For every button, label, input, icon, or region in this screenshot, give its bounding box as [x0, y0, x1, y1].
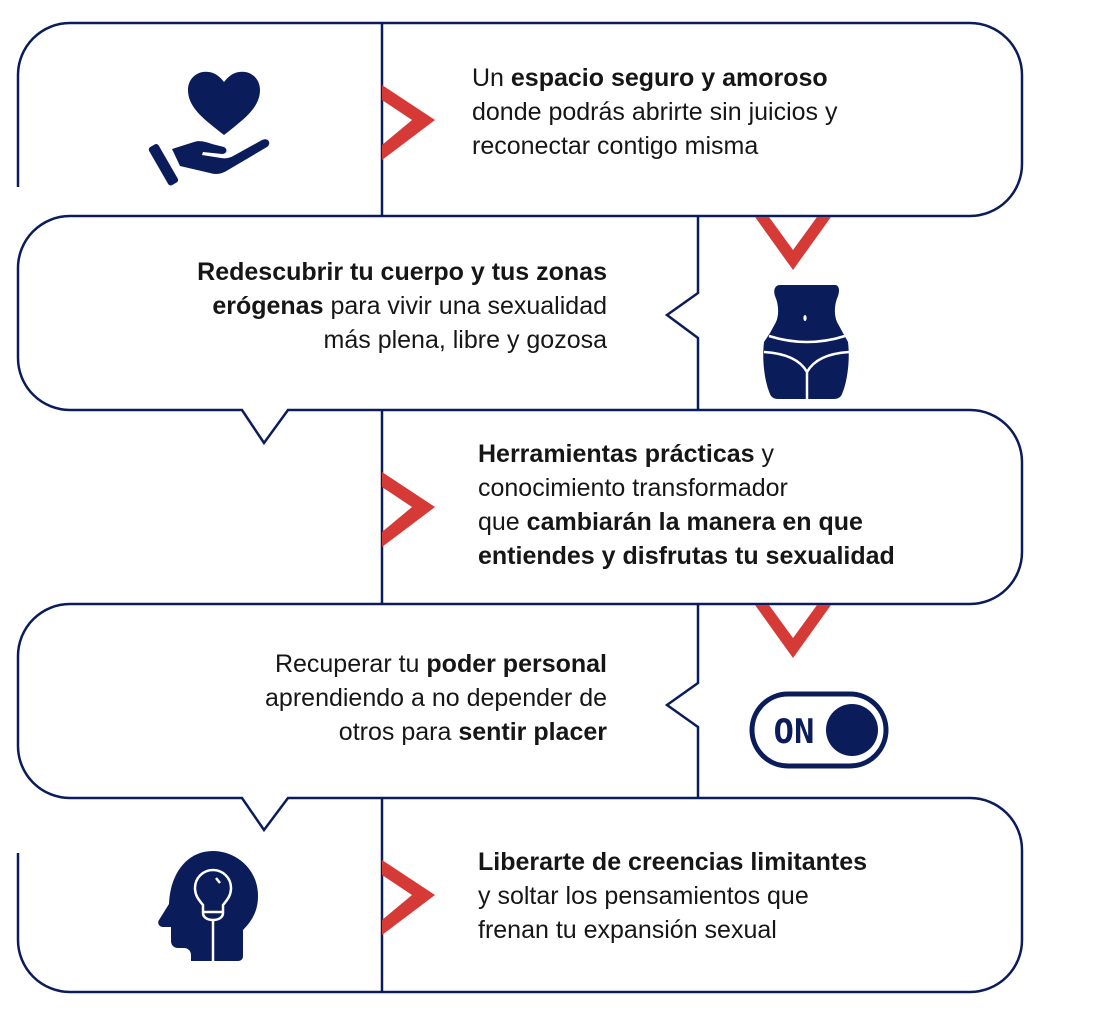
heart-in-hand-icon	[148, 71, 270, 186]
benefit-text-2: Redescubrir tu cuerpo y tus zonas erógena…	[197, 255, 607, 357]
chevron-right-icon	[382, 85, 435, 935]
bold-text: Redescubrir tu cuerpo y tus zonas	[197, 258, 607, 286]
text-line: Herramientas prácticas y	[478, 437, 895, 471]
text-line: conocimiento transformador	[478, 471, 895, 505]
text-segment: aprendiendo a no depender de	[265, 684, 607, 712]
benefit-text-3: Herramientas prácticas y conocimiento tra…	[478, 437, 895, 573]
text-segment: Un	[472, 64, 511, 92]
text-line: frenan tu expansión sexual	[478, 913, 867, 947]
bold-text: Herramientas prácticas	[478, 440, 755, 468]
on-toggle-icon: ON	[749, 691, 889, 769]
benefit-text-1: Un espacio seguro y amoroso donde podrás …	[472, 61, 837, 163]
text-line: reconectar contigo misma	[472, 129, 837, 163]
toggle-label: ON	[774, 712, 815, 752]
text-segment: conocimiento transformador	[478, 474, 788, 502]
text-segment: que	[478, 508, 527, 536]
text-segment: y soltar los pensamientos que	[478, 882, 809, 910]
bold-text: poder personal	[426, 650, 607, 678]
bold-text: sentir placer	[458, 718, 607, 746]
body-silhouette-icon	[763, 285, 850, 400]
text-line: Redescubrir tu cuerpo y tus zonas	[197, 255, 607, 289]
outline-path	[16, 21, 1024, 994]
text-line: Recuperar tu poder personal	[265, 647, 607, 681]
text-line: más plena, libre y gozosa	[197, 323, 607, 357]
text-segment: frenan tu expansión sexual	[478, 916, 777, 944]
text-segment: Recuperar tu	[274, 650, 427, 678]
benefit-text-5: Liberarte de creencias limitantes y solta…	[478, 845, 867, 947]
benefit-text-4: Recuperar tu poder personal aprendiendo a…	[265, 647, 607, 749]
text-segment: y	[754, 440, 774, 468]
text-line: Liberarte de creencias limitantes	[478, 845, 867, 879]
text-segment: más plena, libre y gozosa	[323, 326, 607, 354]
head-lightbulb-icon	[158, 851, 258, 962]
text-line: entiendes y disfrutas tu sexualidad	[478, 539, 895, 573]
dividers	[380, 23, 700, 992]
bold-text: Liberarte de creencias limitantes	[478, 848, 868, 876]
text-line: y soltar los pensamientos que	[478, 879, 867, 913]
text-line: donde podrás abrirte sin juicios y	[472, 95, 837, 129]
text-segment: reconectar contigo misma	[472, 132, 759, 160]
bold-text: entiendes y disfrutas tu sexualidad	[478, 542, 895, 570]
text-line: aprendiendo a no depender de	[265, 681, 607, 715]
bold-text: cambiarán la manera en que	[526, 508, 863, 536]
text-line: otros para sentir placer	[265, 715, 607, 749]
text-line: que cambiarán la manera en que	[478, 505, 895, 539]
bold-text: erógenas	[212, 292, 324, 320]
text-line: Un espacio seguro y amoroso	[472, 61, 837, 95]
text-segment: para vivir una sexualidad	[323, 292, 607, 320]
chevron-down-icon	[755, 217, 831, 658]
bold-text: espacio seguro y amoroso	[510, 64, 828, 92]
text-segment: otros para	[338, 718, 459, 746]
text-line: erógenas para vivir una sexualidad	[197, 289, 607, 323]
text-segment: donde podrás abrirte sin juicios y	[472, 98, 838, 126]
